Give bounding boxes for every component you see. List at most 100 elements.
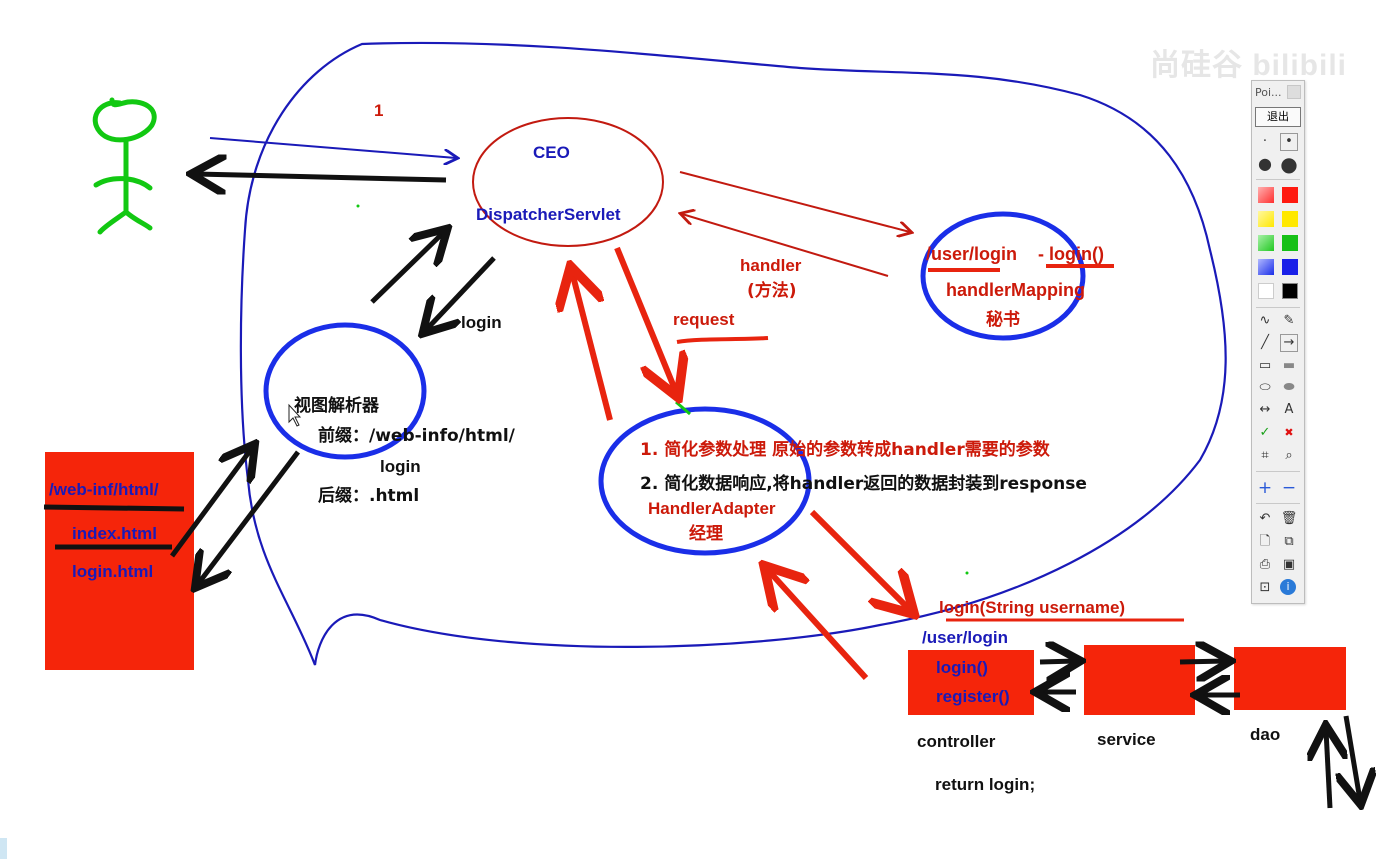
webinf-path-label: /web-inf/html/ xyxy=(49,480,159,499)
adapter-role-label: 经理 xyxy=(689,524,723,544)
color-light-red-swatch[interactable] xyxy=(1258,187,1274,203)
dao-box xyxy=(1234,647,1346,710)
zoom-icon[interactable]: ⌕ xyxy=(1285,448,1293,463)
toolbar-close-button[interactable] xyxy=(1287,85,1301,99)
stray-green-dot xyxy=(356,204,360,208)
resolver-prefix-label: 前缀：/web-info/html/ xyxy=(318,426,515,446)
ellipse-icon[interactable]: ⬭ xyxy=(1259,380,1271,395)
double-arrow-icon[interactable]: ↔ xyxy=(1259,402,1271,417)
service-label: service xyxy=(1097,730,1156,749)
color-green-swatch[interactable] xyxy=(1282,235,1298,251)
arrow-db-to-dao xyxy=(1326,730,1330,809)
view-resolver-label: 视图解析器 xyxy=(294,396,379,416)
mouse-cursor-icon xyxy=(288,403,302,427)
arrow-adapter-to-controller xyxy=(809,509,910,610)
handler-mapping-label: handlerMapping xyxy=(946,280,1085,300)
plus-icon[interactable]: + xyxy=(1257,478,1273,498)
ceo-title: CEO xyxy=(533,143,570,162)
login-view-name-label: login xyxy=(461,313,502,332)
new-page-icon[interactable]: 🗋 xyxy=(1259,534,1271,549)
color-black-swatch[interactable] xyxy=(1282,283,1298,299)
adapter-point-2: 2. 简化数据响应,将handler返回的数据封装到response xyxy=(640,474,1087,494)
eraser-icon[interactable]: ✎ xyxy=(1283,313,1295,328)
underline-request xyxy=(676,336,769,344)
color-yellow-swatch[interactable] xyxy=(1282,211,1298,227)
screenshot-icon[interactable]: ⊡ xyxy=(1259,580,1271,595)
cross-icon[interactable]: ✖ xyxy=(1284,426,1294,439)
pointer-toolbar: Poi... 退出 · • ● ● ∿ ✎ ╱ → ▭ ▬ ⬭ ⬬ ↔ A ✓ … xyxy=(1251,80,1305,604)
filled-ellipse-icon[interactable]: ⬬ xyxy=(1283,380,1295,395)
mapping-path-label: /user/login xyxy=(926,244,1018,264)
print-icon[interactable]: ⎙ xyxy=(1259,557,1271,572)
arrow-dispatcher-to-mapping xyxy=(679,171,910,232)
login-signature-label: login(String username) xyxy=(939,598,1126,617)
minus-icon[interactable]: − xyxy=(1281,478,1297,498)
pen-size-large-icon[interactable]: ● xyxy=(1258,154,1272,173)
toolbar-title: Poi... xyxy=(1255,86,1282,99)
request-label: request xyxy=(673,310,735,329)
color-light-green-swatch[interactable] xyxy=(1258,235,1274,251)
web-inf-box xyxy=(45,452,194,670)
dao-label: dao xyxy=(1250,725,1281,744)
return-statement-label: return login; xyxy=(935,775,1036,794)
handler-mapping-ellipse xyxy=(920,211,1086,341)
arrow-adapter-to-dispatcher xyxy=(572,272,613,421)
color-red-swatch[interactable] xyxy=(1282,187,1298,203)
user-stick-figure xyxy=(92,97,157,235)
info-icon[interactable]: i xyxy=(1280,579,1296,595)
adapter-point-1: 1. 简化参数处理 原始的参数转成handler需要的参数 xyxy=(640,440,1050,460)
controller-method-register: register() xyxy=(936,687,1010,706)
resolver-suffix-label: 后缀：.html xyxy=(318,486,420,506)
dispatcher-servlet-label: DispatcherServlet xyxy=(476,205,621,224)
copy-icon[interactable]: ⧉ xyxy=(1284,534,1294,549)
arrow-dispatcher-to-adapter xyxy=(614,246,676,392)
rectangle-icon[interactable]: ▭ xyxy=(1258,358,1272,373)
handler-adapter-label: HandlerAdapter xyxy=(648,499,776,518)
undo-icon[interactable]: ↶ xyxy=(1259,511,1271,526)
arrow-dao-to-db xyxy=(1346,715,1360,800)
controller-box xyxy=(908,650,1034,715)
mapping-method-label: - login() xyxy=(1038,244,1104,264)
crop-icon[interactable]: ⌗ xyxy=(1261,448,1269,463)
pen-size-xlarge-icon[interactable]: ● xyxy=(1280,152,1298,176)
handler-label: handler xyxy=(740,256,802,275)
color-white-swatch[interactable] xyxy=(1258,283,1274,299)
handler-method-label: (方法) xyxy=(747,281,797,301)
arrow-controller-to-adapter xyxy=(768,570,869,681)
resolver-view-label: login xyxy=(380,457,421,476)
video-watermark: 尚硅谷 bilibili xyxy=(1150,49,1347,82)
toolbar-exit-button[interactable]: 退出 xyxy=(1255,107,1301,127)
pen-size-medium-icon[interactable]: • xyxy=(1280,133,1298,151)
arrow-resolver-to-dispatcher xyxy=(370,232,444,304)
system-boundary-cloud xyxy=(239,41,1227,666)
arrow-controller-to-service xyxy=(1039,661,1076,662)
controller-method-login: login() xyxy=(936,658,988,677)
line-icon[interactable]: ╱ xyxy=(1261,335,1269,350)
arrow-user-to-dispatcher xyxy=(209,137,456,158)
controller-label: controller xyxy=(917,732,996,751)
mapping-role-label: 秘书 xyxy=(986,310,1020,330)
trash-icon[interactable]: 🗑 xyxy=(1280,511,1298,526)
arrow-icon[interactable]: → xyxy=(1280,334,1298,352)
color-light-yellow-swatch[interactable] xyxy=(1258,211,1274,227)
arrow-service-to-dao xyxy=(1179,661,1226,662)
pen-size-small-icon[interactable]: · xyxy=(1262,134,1268,149)
webinf-index-label: index.html xyxy=(72,524,158,543)
arrow-mapping-to-dispatcher xyxy=(682,214,889,277)
arrow-dispatcher-to-resolver xyxy=(426,256,496,330)
underline-webinf-path xyxy=(43,504,185,512)
filled-rectangle-icon[interactable]: ▬ xyxy=(1282,358,1296,373)
save-icon[interactable]: ▣ xyxy=(1282,557,1296,572)
service-box xyxy=(1084,645,1195,715)
step-number: 1 xyxy=(374,101,384,120)
check-icon[interactable]: ✓ xyxy=(1259,425,1271,440)
arrow-resolver-to-webinf xyxy=(198,450,300,584)
freehand-icon[interactable]: ∿ xyxy=(1259,313,1271,328)
color-light-blue-swatch[interactable] xyxy=(1258,259,1274,275)
dispatcher-ellipse xyxy=(472,117,664,247)
text-icon[interactable]: A xyxy=(1284,402,1294,417)
arrow-dispatcher-to-user xyxy=(196,174,447,180)
color-blue-swatch[interactable] xyxy=(1282,259,1298,275)
view-resolver-ellipse xyxy=(263,322,427,460)
